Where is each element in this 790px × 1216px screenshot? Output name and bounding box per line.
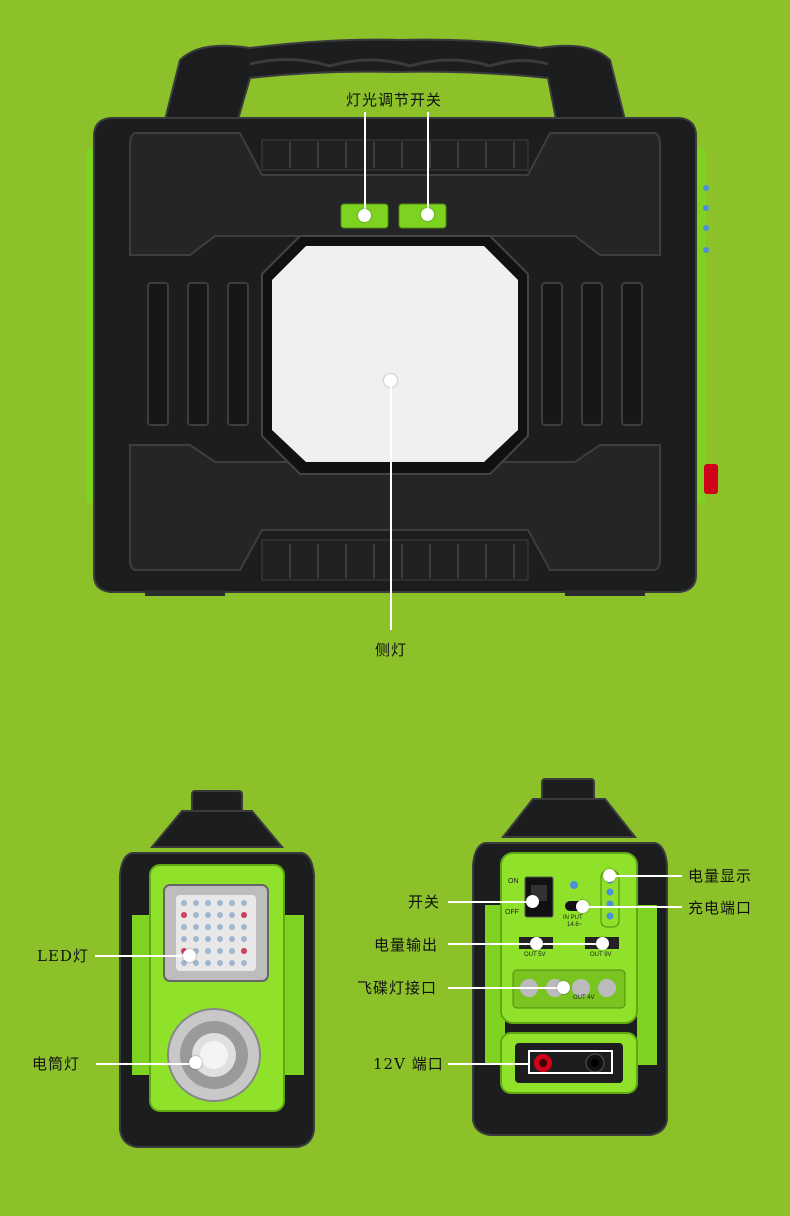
label-switch: 开关 [408, 893, 441, 911]
leader-battery-display [614, 875, 682, 877]
panel-text-out-9v: OUT 9V [590, 952, 612, 958]
red-button [704, 464, 718, 494]
leader-flashlight [96, 1063, 194, 1065]
leader-power-output [448, 943, 605, 945]
label-battery-display: 电量显示 [688, 867, 753, 885]
label-light-switch: 灯光调节开关 [346, 91, 443, 109]
power-output-dot-2 [596, 937, 609, 950]
leader-light-switch-1 [364, 112, 366, 214]
leader-12v-port [448, 1063, 530, 1065]
panel-text-input-volt: 14.6~ [567, 922, 583, 928]
panel-text-off: OFF [505, 909, 519, 916]
device-right-side-view [472, 778, 668, 1136]
device-top-view [86, 38, 718, 596]
leader-ufo-light-port [448, 987, 560, 989]
bright-bulb-icon [421, 208, 434, 221]
side-lamp [272, 246, 518, 462]
label-12v-port: 12V 端口 [373, 1055, 444, 1073]
label-flashlight: 电筒灯 [32, 1055, 81, 1073]
device-left-side-view [119, 790, 315, 1148]
led-light-dot [183, 949, 196, 962]
label-ufo-light-port: 飞碟灯接口 [357, 979, 438, 997]
bulb-icon [358, 209, 371, 222]
leader-charge-port [588, 906, 682, 908]
leader-led-light [95, 955, 188, 957]
side-light-dot [384, 374, 397, 387]
label-side-light: 侧灯 [375, 641, 408, 659]
label-power-output: 电量输出 [374, 936, 439, 954]
flashlight-dot [189, 1056, 202, 1069]
leader-light-switch-2 [427, 112, 429, 214]
label-charge-port: 充电端口 [688, 899, 753, 917]
power-output-dot-1 [530, 937, 543, 950]
ufo-light-port-dot [557, 981, 570, 994]
carry-handle [158, 38, 632, 141]
leader-switch [448, 901, 528, 903]
switch-dot [526, 895, 539, 908]
panel-text-on: ON [508, 878, 519, 885]
battery-display-dot [603, 869, 616, 882]
panel-text-out-5v: OUT 5V [524, 952, 546, 958]
panel-text-input: IN PUT [563, 915, 583, 921]
charge-port-dot [576, 900, 589, 913]
label-led-light: LED灯 [37, 947, 89, 965]
panel-text-out-bottom: OUT 4V [573, 995, 595, 1001]
leader-side-light [390, 386, 392, 630]
port-12v-frame [528, 1050, 613, 1074]
